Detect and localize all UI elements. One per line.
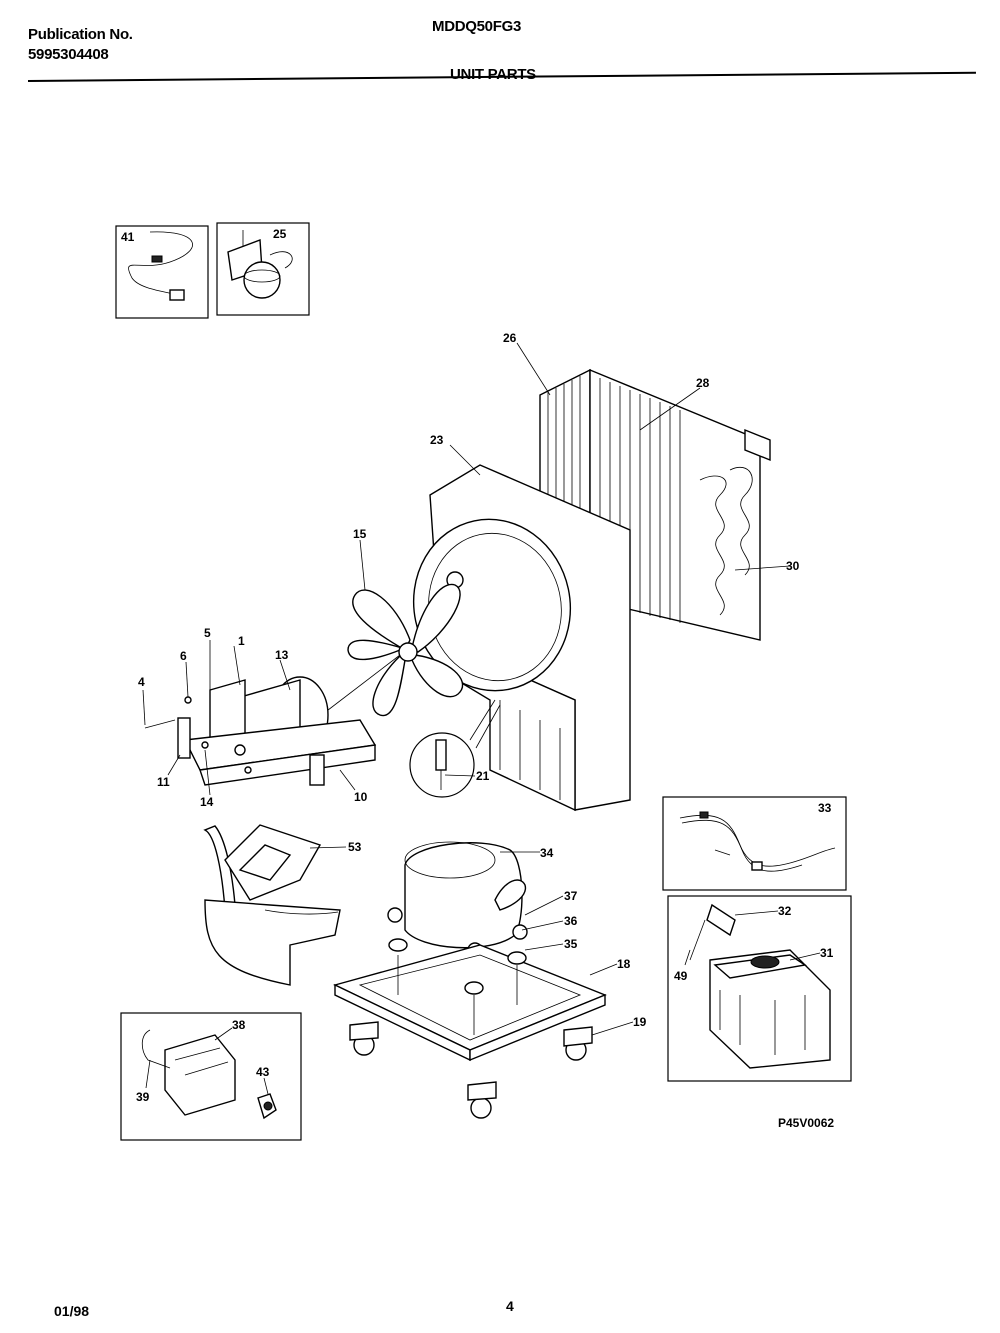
callout-34: 34: [540, 846, 554, 860]
leader-lines: [142, 342, 821, 1095]
callout-6: 6: [180, 649, 187, 663]
fan-motor-assembly: [144, 654, 401, 786]
callout-36: 36: [564, 914, 578, 928]
callout-31: 31: [820, 946, 834, 960]
inset-water-bucket: [667, 895, 852, 1082]
callout-15: 15: [353, 527, 367, 541]
inset-control-switch: [216, 222, 310, 316]
callout-41: 41: [121, 230, 135, 244]
callout-5: 5: [204, 626, 211, 640]
thermistor-detail: [409, 699, 501, 798]
inset-power-cord: [115, 225, 209, 319]
callout-18: 18: [617, 957, 631, 971]
callout-49: 49: [674, 969, 688, 983]
coil-assembly: [539, 368, 771, 641]
callout-38: 38: [232, 1018, 246, 1032]
publication-label: Publication No.: [28, 26, 133, 43]
callout-13: 13: [275, 648, 289, 662]
callout-28: 28: [696, 376, 710, 390]
base-pan: [333, 938, 607, 1119]
fan-shroud: [412, 464, 631, 812]
callout-37: 37: [564, 889, 578, 903]
callout-35: 35: [564, 937, 578, 951]
inset-wire-harness: [662, 796, 847, 891]
callout-labels: 41 25 26 28 23 30 15 5 1 13 6 4 11 14 10…: [121, 227, 834, 1104]
callout-21: 21: [476, 769, 490, 783]
callout-39: 39: [136, 1090, 150, 1104]
compressor: [387, 841, 528, 958]
footer-date: 01/98: [54, 1303, 90, 1319]
callout-33: 33: [818, 801, 832, 815]
callout-1: 1: [238, 634, 245, 648]
callout-10: 10: [354, 790, 368, 804]
callout-53: 53: [348, 840, 362, 854]
callout-4: 4: [138, 675, 145, 689]
callout-14: 14: [200, 795, 214, 809]
callout-19: 19: [633, 1015, 647, 1029]
callout-11: 11: [157, 775, 170, 789]
model-number: MDDQ50FG3: [432, 18, 521, 35]
callout-26: 26: [503, 331, 517, 345]
callout-30: 30: [786, 559, 800, 573]
section-title: UNIT PARTS: [450, 66, 536, 83]
callout-32: 32: [778, 904, 792, 918]
page-number: 4: [506, 1298, 514, 1314]
inset-relay: [120, 1012, 302, 1141]
callout-25: 25: [273, 227, 287, 241]
callout-23: 23: [430, 433, 444, 447]
callout-43: 43: [256, 1065, 270, 1079]
publication-number: 5995304408: [28, 46, 109, 63]
air-deflector: [203, 824, 341, 986]
fan-blade: [347, 583, 464, 717]
figure-code: P45V0062: [778, 1116, 835, 1130]
